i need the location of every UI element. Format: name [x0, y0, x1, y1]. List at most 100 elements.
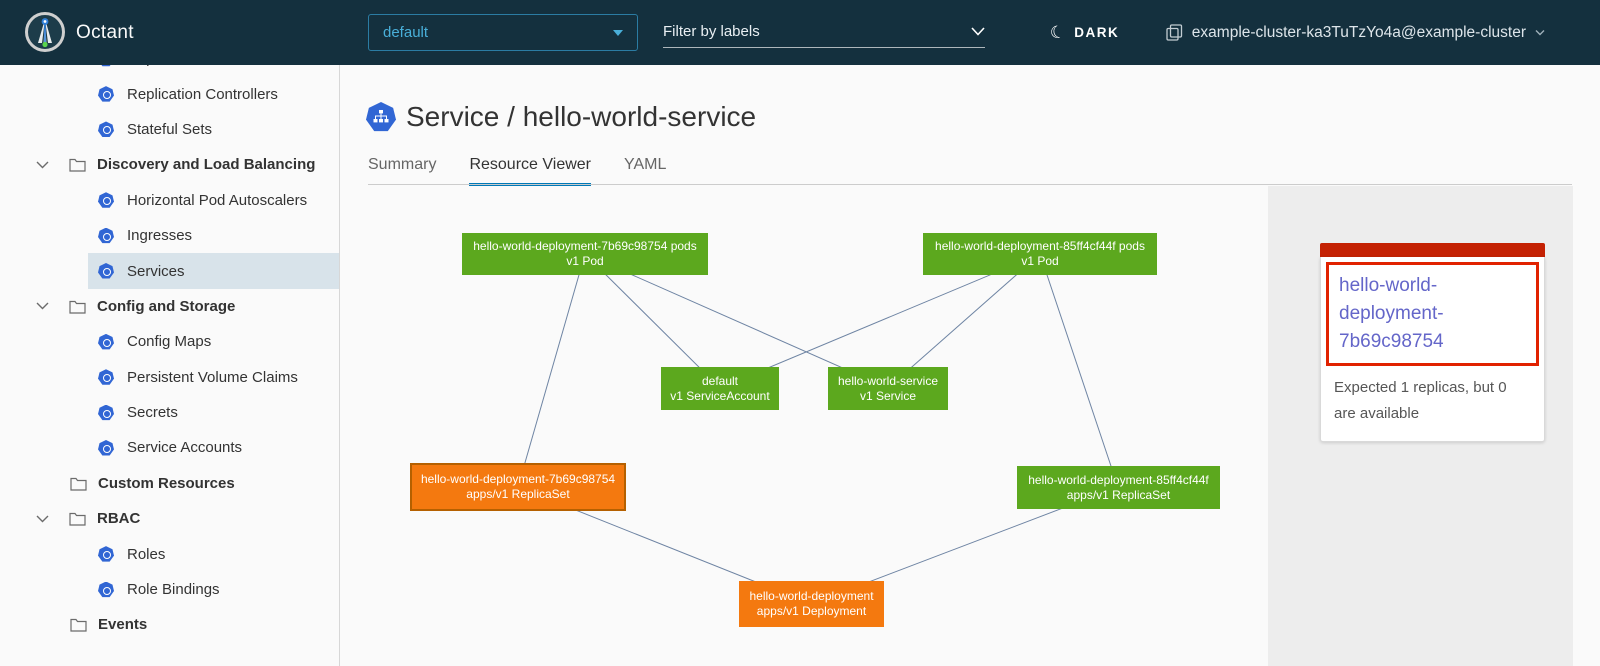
sidebar-group-label: Discovery and Load Balancing — [97, 156, 316, 174]
sidebar-item-roles[interactable]: Roles — [0, 536, 339, 571]
pvc-icon — [98, 369, 114, 385]
sidebar-item-replica-sets[interactable]: Replica Sets — [0, 65, 339, 76]
sidebar-group-label: RBAC — [97, 510, 141, 528]
octant-logo-icon — [25, 12, 65, 52]
node-label: hello-world-service — [837, 373, 939, 388]
sidebar-item-role-bindings[interactable]: Role Bindings — [0, 572, 339, 607]
graph-node-service-hello-world[interactable]: hello-world-service v1 Service — [828, 367, 948, 410]
chevron-down-icon[interactable] — [36, 161, 49, 169]
node-label: hello-world-deployment-85ff4cf44f pods — [935, 239, 1145, 253]
cluster-context-label: example-cluster-ka3TuTzYo4a@example-clus… — [1191, 23, 1526, 41]
graph-node-replicaset-7b69c98754[interactable]: hello-world-deployment-7b69c98754 apps/v… — [410, 463, 626, 511]
moon-icon: ☾ — [1048, 21, 1068, 44]
folder-icon — [69, 513, 86, 526]
node-sublabel: v1 Pod — [566, 254, 604, 268]
sidebar-item-stateful-sets[interactable]: Stateful Sets — [0, 112, 339, 147]
sidebar-item-label: Ingresses — [127, 227, 193, 245]
service-icon — [98, 263, 114, 279]
node-label: default — [701, 373, 739, 388]
resource-status-panel: hello-world-deployment-7b69c98754 Expect… — [1268, 186, 1573, 666]
config-map-icon — [98, 333, 114, 350]
graph-node-pod-85ff4cf44f[interactable]: hello-world-deployment-85ff4cf44f pods v… — [923, 233, 1157, 275]
tab-summary[interactable]: Summary — [368, 156, 437, 173]
sidebar-group-discovery-load-balancing[interactable]: Discovery and Load Balancing — [0, 147, 339, 182]
sidebar-item-custom-resources[interactable]: Custom Resources — [0, 466, 339, 501]
sidebar-item-label: Persistent Volume Claims — [127, 368, 298, 386]
sidebar-item-config-maps[interactable]: Config Maps — [0, 324, 339, 359]
sidebar-item-persistent-volume-claims[interactable]: Persistent Volume Claims — [0, 360, 339, 395]
node-sublabel: apps/v1 Deployment — [756, 604, 867, 618]
status-alert-box: hello-world-deployment-7b69c98754 — [1326, 262, 1539, 366]
graph-node-replicaset-85ff4cf44f[interactable]: hello-world-deployment-85ff4cf44f apps/v… — [1017, 466, 1220, 509]
service-account-icon — [98, 439, 114, 456]
node-label: hello-world-deployment-85ff4cf44f — [1028, 472, 1209, 487]
sidebar-item-horizontal-pod-autoscalers[interactable]: Horizontal Pod Autoscalers — [0, 183, 339, 218]
replication-controller-icon — [98, 86, 114, 102]
label-filter-input[interactable] — [663, 23, 971, 40]
graph-node-deployment-hello-world[interactable]: hello-world-deployment apps/v1 Deploymen… — [739, 581, 884, 627]
namespace-dropdown[interactable]: default — [368, 14, 638, 51]
tab-divider — [368, 184, 1572, 185]
sidebar-item-label: Config Maps — [127, 333, 212, 351]
app-title: Octant — [76, 21, 134, 43]
sidebar-item-replication-controllers[interactable]: Replication Controllers — [0, 76, 339, 111]
status-error-bar — [1320, 243, 1545, 257]
sidebar-group-label: Config and Storage — [97, 297, 236, 315]
replica-set-icon — [98, 65, 114, 67]
node-sublabel: apps/v1 ReplicaSet — [1066, 487, 1171, 502]
sidebar-item-secrets[interactable]: Secrets — [0, 395, 339, 430]
stateful-set-icon — [98, 121, 114, 137]
chevron-down-icon — [1535, 30, 1545, 36]
sidebar-item-label: Secrets — [127, 404, 178, 422]
sidebar-group-label: Custom Resources — [98, 474, 235, 492]
chevron-down-icon[interactable] — [36, 302, 49, 310]
graph-node-serviceaccount-default[interactable]: default v1 ServiceAccount — [661, 367, 779, 410]
label-filter — [663, 16, 985, 48]
sidebar-item-label: Service Accounts — [127, 439, 243, 457]
node-sublabel: apps/v1 ReplicaSet — [466, 487, 570, 501]
sidebar-nav: Replica Sets Replication Controllers Sta… — [0, 65, 340, 666]
sidebar-item-label: Replication Controllers — [127, 85, 278, 103]
node-sublabel: v1 Pod — [1021, 254, 1059, 268]
sidebar-item-services[interactable]: Services — [0, 253, 339, 289]
namespace-value: default — [383, 24, 429, 41]
secret-icon — [98, 404, 114, 421]
cluster-context-selector[interactable]: example-cluster-ka3TuTzYo4a@example-clus… — [1166, 0, 1545, 65]
sidebar-item-label: Horizontal Pod Autoscalers — [127, 191, 308, 209]
folder-icon — [70, 477, 87, 491]
sidebar-item-label: Stateful Sets — [127, 120, 213, 138]
sidebar-item-label: Roles — [127, 545, 166, 563]
status-message: Expected 1 replicas, but 0 are available — [1334, 379, 1507, 422]
chevron-down-icon[interactable] — [971, 27, 985, 36]
main-content: Service / hello-world-service Summary Re… — [340, 65, 1600, 666]
chevron-down-icon[interactable] — [36, 515, 49, 523]
status-card: hello-world-deployment-7b69c98754 Expect… — [1320, 243, 1545, 442]
dark-label: DARK — [1074, 25, 1120, 40]
dark-theme-toggle[interactable]: ☾ DARK — [1048, 0, 1120, 65]
folder-icon — [70, 619, 87, 633]
sidebar-item-service-accounts[interactable]: Service Accounts — [0, 430, 339, 465]
sidebar-item-events[interactable]: Events — [0, 607, 339, 642]
sidebar-item-ingresses[interactable]: Ingresses — [0, 218, 339, 253]
node-sublabel: v1 Service — [859, 388, 917, 403]
sidebar-group-rbac[interactable]: RBAC — [0, 501, 339, 536]
role-icon — [98, 546, 114, 562]
page-title: Service / hello-world-service — [366, 101, 756, 133]
node-label: hello-world-deployment — [749, 589, 874, 603]
hpa-icon — [98, 192, 114, 208]
node-sublabel: v1 ServiceAccount — [670, 388, 770, 403]
sidebar-item-label: Replica Sets — [127, 65, 211, 67]
replicaset-link[interactable]: hello-world-deployment-7b69c98754 — [1339, 275, 1444, 352]
sidebar-item-label: Services — [127, 262, 185, 280]
graph-node-pod-7b69c98754[interactable]: hello-world-deployment-7b69c98754 pods v… — [462, 233, 708, 275]
role-binding-icon — [98, 581, 114, 598]
sidebar-group-config-and-storage[interactable]: Config and Storage — [0, 289, 339, 324]
tab-yaml[interactable]: YAML — [624, 156, 667, 173]
ingress-icon — [98, 227, 114, 244]
folder-icon — [69, 300, 86, 314]
sidebar-item-label: Role Bindings — [127, 581, 220, 599]
top-navbar: Octant default ☾ DARK example-cluster-ka… — [0, 0, 1600, 65]
dropdown-caret-icon — [613, 29, 623, 36]
node-label: hello-world-deployment-7b69c98754 — [420, 472, 616, 486]
